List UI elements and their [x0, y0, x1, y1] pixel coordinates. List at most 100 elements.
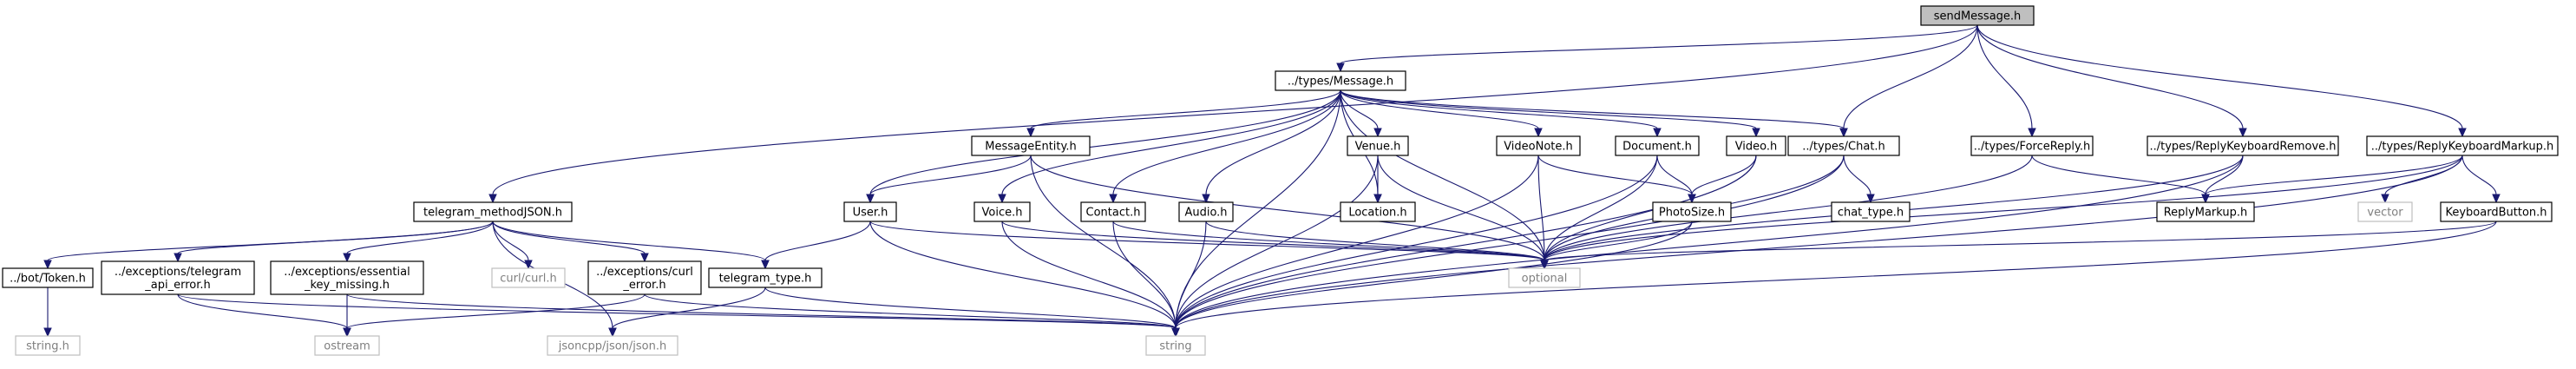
node-voice[interactable]: Voice.h — [973, 201, 1031, 222]
edge-arrowhead-message-to-chat — [1839, 128, 1848, 138]
node-reply-keyboard-remove[interactable]: ../types/ReplyKeyboardRemove.h — [2147, 135, 2339, 156]
node-video[interactable]: Video.h — [1726, 135, 1786, 156]
node-label-curl: curl/curl.h — [500, 273, 556, 286]
node-ostream: ostream — [314, 335, 380, 356]
edge-reply-keyboard-markup-to-vector — [2384, 155, 2463, 195]
edge-video-to-photo-size — [1691, 155, 1757, 195]
node-label-telegram-method-json: telegram_methodJSON.h — [423, 207, 562, 220]
node-chat-type[interactable]: chat_type.h — [1831, 201, 1911, 222]
edge-telegram-type-to-string — [764, 287, 1177, 329]
node-label-message: ../types/Message.h — [1288, 76, 1393, 89]
node-audio[interactable]: Audio.h — [1178, 201, 1234, 222]
edge-arrowhead-reply-keyboard-markup-to-vector — [2381, 194, 2389, 204]
edge-arrowhead-send-message-to-telegram-method-json — [488, 194, 497, 204]
node-curl: curl/curl.h — [491, 267, 566, 288]
edge-message-to-voice — [1001, 89, 1341, 195]
node-telegram-api-error[interactable]: ../exceptions/telegram_api_error.h — [101, 260, 255, 295]
node-label-reply-markup: ReplyMarkup.h — [2164, 207, 2248, 220]
edge-chat-to-string — [1175, 155, 1845, 329]
node-box-jsoncpp — [547, 335, 678, 356]
node-message[interactable]: ../types/Message.h — [1275, 70, 1406, 91]
node-document[interactable]: Document.h — [1615, 135, 1700, 156]
node-send-message[interactable]: sendMessage.h — [1920, 5, 2035, 26]
edge-arrowhead-send-message-to-reply-keyboard-markup — [2458, 128, 2467, 138]
node-reply-keyboard-markup[interactable]: ../types/ReplyKeyboardMarkup.h — [2366, 135, 2559, 156]
node-photo-size[interactable]: PhotoSize.h — [1652, 201, 1732, 222]
edge-telegram-api-error-to-string — [177, 293, 1177, 329]
node-keyboard-button[interactable]: KeyboardButton.h — [2440, 201, 2553, 222]
node-box-message-entity — [971, 135, 1091, 156]
edge-telegram-method-json-to-telegram-api-error — [177, 221, 494, 254]
edge-curl-error-to-ostream — [346, 293, 646, 329]
edge-arrowhead-message-entity-to-user — [866, 194, 875, 204]
node-message-entity[interactable]: MessageEntity.h — [971, 135, 1091, 156]
edge-send-message-to-chat — [1843, 24, 1978, 129]
node-label-chat: ../types/Chat.h — [1802, 141, 1885, 154]
node-box-chat — [1787, 135, 1900, 156]
node-label-optional: optional — [1522, 273, 1568, 286]
edge-send-message-to-telegram-method-json — [492, 24, 1978, 195]
node-telegram-type[interactable]: telegram_type.h — [708, 267, 823, 288]
node-box-curl-error — [587, 260, 702, 295]
node-box-photo-size — [1652, 201, 1732, 222]
edge-keyboard-button-to-optional — [1544, 221, 2497, 261]
edge-layer — [43, 24, 2501, 338]
node-box-force-reply — [1970, 135, 2094, 156]
node-token[interactable]: ../bot/Token.h — [2, 267, 94, 288]
node-label-telegram-api-error-line-1: ../exceptions/telegram — [115, 266, 241, 279]
node-label-send-message: sendMessage.h — [1934, 10, 2022, 23]
edge-document-to-photo-size — [1656, 155, 1693, 195]
node-location[interactable]: Location.h — [1340, 201, 1416, 222]
edge-message-to-chat — [1340, 89, 1845, 129]
edge-voice-to-string — [1001, 221, 1177, 329]
edge-arrowhead-telegram-method-json-to-curl-error — [640, 253, 649, 263]
node-label-ostream: ostream — [324, 340, 370, 353]
edge-message-entity-to-user — [869, 155, 1032, 195]
node-telegram-method-json[interactable]: telegram_methodJSON.h — [413, 201, 573, 222]
edge-message-to-document — [1340, 89, 1658, 129]
edge-send-message-to-reply-keyboard-remove — [1976, 24, 2244, 129]
node-venue[interactable]: Venue.h — [1347, 135, 1409, 156]
edge-audio-to-optional — [1205, 221, 1545, 261]
edge-arrowhead-venue-to-location — [1373, 194, 1382, 204]
node-box-essential-key-missing — [270, 260, 424, 295]
node-video-note[interactable]: VideoNote.h — [1496, 135, 1581, 156]
edge-telegram-api-error-to-ostream — [177, 293, 348, 329]
node-box-voice — [973, 201, 1031, 222]
node-box-reply-markup — [2156, 201, 2255, 222]
edge-message-to-venue — [1340, 89, 1379, 129]
edge-message-to-video-note — [1340, 89, 1539, 129]
node-box-reply-keyboard-remove — [2147, 135, 2339, 156]
node-label-venue: Venue.h — [1355, 141, 1401, 154]
edge-document-to-optional — [1544, 155, 1658, 261]
node-box-video-note — [1496, 135, 1581, 156]
edge-arrowhead-message-to-video — [1752, 128, 1760, 138]
edge-message-to-video — [1340, 89, 1757, 129]
node-force-reply[interactable]: ../types/ForceReply.h — [1970, 135, 2094, 156]
node-box-audio — [1178, 201, 1234, 222]
edge-voice-to-optional — [1001, 221, 1545, 261]
node-label-string: string — [1159, 340, 1191, 353]
edge-arrowhead-telegram-method-json-to-telegram-api-error — [174, 253, 182, 263]
edge-telegram-method-json-to-token — [47, 221, 494, 261]
node-label-essential-key-missing-line-2: _key_missing.h — [304, 279, 390, 292]
node-box-vector — [2357, 201, 2413, 222]
edge-arrowhead-message-to-venue — [1373, 128, 1382, 138]
node-reply-markup[interactable]: ReplyMarkup.h — [2156, 201, 2255, 222]
node-vector: vector — [2357, 201, 2413, 222]
node-essential-key-missing[interactable]: ../exceptions/essential_key_missing.h — [270, 260, 424, 295]
edge-message-to-contact — [1112, 89, 1341, 195]
edge-essential-key-missing-to-string — [346, 293, 1177, 329]
node-contact[interactable]: Contact.h — [1080, 201, 1146, 222]
edge-message-entity-to-string — [1030, 155, 1177, 329]
node-label-keyboard-button: KeyboardButton.h — [2445, 207, 2547, 220]
node-label-audio: Audio.h — [1184, 207, 1227, 220]
edge-message-to-string — [1175, 89, 1341, 329]
edge-telegram-method-json-to-curl — [492, 221, 529, 261]
node-label-telegram-type: telegram_type.h — [719, 273, 812, 286]
node-curl-error[interactable]: ../exceptions/curl_error.h — [587, 260, 702, 295]
node-user[interactable]: User.h — [843, 201, 897, 222]
node-chat[interactable]: ../types/Chat.h — [1787, 135, 1900, 156]
node-label-force-reply: ../types/ForceReply.h — [1974, 141, 2091, 154]
